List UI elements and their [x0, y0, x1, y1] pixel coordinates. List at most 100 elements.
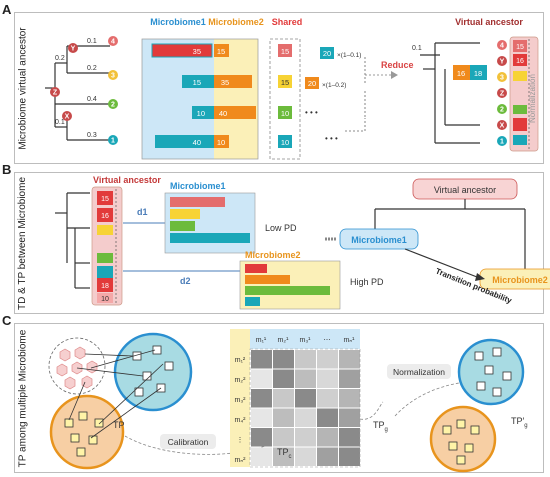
- matrix-heat-cells: [251, 350, 360, 466]
- tp-label: TP: [113, 420, 125, 430]
- row3-m1-value: 10: [197, 109, 205, 118]
- op-value-2: 20: [308, 79, 316, 88]
- tp-g-label: TPg: [373, 420, 388, 433]
- row-header-2: m₂²: [235, 377, 247, 384]
- header-shared: Shared: [272, 17, 303, 27]
- calibration-label: Calibration: [168, 437, 209, 447]
- panel-c: TP among multiple Microbiome: [14, 323, 544, 473]
- va-branch-label: 0.1: [412, 45, 422, 52]
- panel-b-label: B: [2, 162, 12, 177]
- va-value-1: 16: [457, 69, 465, 78]
- panel-a-side-title: Microbiome virtual ancestor: [17, 26, 29, 150]
- normalization-label-c: Normalization: [393, 367, 445, 377]
- shared-3: 10: [281, 109, 289, 118]
- bar-row-3: 10 40: [192, 106, 256, 119]
- branch-label: 0.2: [55, 55, 65, 62]
- op-factor-1: ×(1–0.1): [337, 52, 361, 59]
- matrix-cell: [339, 350, 360, 369]
- va-b-value-3: 10: [101, 296, 109, 303]
- tp-c-label: TPc: [277, 447, 292, 460]
- row4-m2-value: 10: [217, 138, 225, 147]
- matrix-cell: [317, 369, 338, 388]
- node-z: Z: [53, 90, 58, 97]
- panel-b: TD & TP between Microbiome Virtual ances…: [14, 172, 550, 314]
- matrix-cell: [295, 447, 316, 466]
- matrix-cell: [295, 428, 316, 447]
- shared-2: 15: [281, 78, 289, 87]
- node-y: Y: [71, 46, 76, 53]
- va-node-z: Z: [500, 91, 505, 98]
- node-x: X: [65, 114, 70, 121]
- bar-row-2: 15 35: [182, 75, 252, 88]
- va-value-2: 18: [474, 69, 482, 78]
- d2-label: d2: [180, 276, 191, 286]
- node-2: 2: [111, 102, 115, 109]
- col-header-1: m₁¹: [256, 337, 267, 344]
- row1-m2-value: 15: [217, 47, 225, 56]
- matrix-cell: [295, 408, 316, 427]
- matrix-cell: [295, 350, 316, 369]
- shared-4: 10: [281, 138, 289, 147]
- matrix-cell: [273, 408, 294, 427]
- op-value-1: 20: [323, 49, 331, 58]
- matrix-cell: [273, 389, 294, 408]
- branch-label: 0.1: [87, 38, 97, 45]
- branch-label: 0.2: [87, 65, 97, 72]
- va-node-1: 1: [500, 139, 504, 146]
- panel-c-side-title: TP among multiple Microbiome: [17, 329, 29, 467]
- m1-box: [339, 228, 419, 250]
- branch-label: 0.1: [55, 119, 65, 126]
- node-4: 4: [111, 39, 115, 46]
- va-b-value-2: 16: [101, 213, 109, 220]
- matrix-cell: [251, 369, 272, 388]
- row-header-3: m₃²: [234, 397, 246, 404]
- m1-title: Microbiome1: [170, 181, 226, 191]
- matrix-cell: [295, 389, 316, 408]
- row4-m1-value: 40: [193, 138, 201, 147]
- branch-label: 0.4: [87, 96, 97, 103]
- panel-a-label: A: [2, 2, 12, 17]
- matrix-row-header-bg: [230, 329, 250, 467]
- row2-m1-value: 15: [193, 78, 201, 87]
- row3-m2-value: 40: [219, 109, 227, 118]
- low-pd-label: Low PD: [265, 223, 297, 233]
- va-node-3: 3: [500, 75, 504, 82]
- matrix-cell: [317, 389, 338, 408]
- m2-title: Microbiome2: [245, 250, 301, 260]
- m2-box-label: Microbiome2: [492, 275, 548, 285]
- va-b-value-1: 15: [101, 196, 109, 203]
- va-box-label: Virtual ancestor: [434, 185, 496, 195]
- bar-row-4: 40 10: [155, 135, 229, 148]
- reduce-label: Reduce: [381, 60, 414, 70]
- bar-row-1: 35 15: [151, 43, 229, 58]
- tp-g-prime-label: TP′g: [511, 416, 528, 429]
- header-microbiome2: Microbiome2: [208, 17, 264, 27]
- row1-m1-value: 35: [193, 47, 201, 56]
- ellipsis-1: • • •: [305, 108, 318, 117]
- matrix-cell: [339, 428, 360, 447]
- matrix-cell: [273, 350, 294, 369]
- panel-b-diagram: Virtual ancestor 15 16 18 10 d1 d2 Micro…: [55, 175, 550, 310]
- matrix-cell: [339, 389, 360, 408]
- va-badge-2: 16: [516, 58, 524, 65]
- matrix-cell: [339, 369, 360, 388]
- m1-box-label: Microbiome1: [351, 235, 407, 245]
- normalization-label-a: Normalization: [528, 74, 537, 123]
- matrix-cell: [273, 447, 294, 466]
- matrix-cell: [273, 369, 294, 388]
- panel-a: Microbiome virtual ancestor 0.1 0.2 0.2 …: [14, 12, 544, 164]
- va-b-value-4: 18: [101, 283, 109, 290]
- row2-m2-value: 35: [221, 78, 229, 87]
- matrix-cell: [251, 408, 272, 427]
- matrix-cell: [339, 408, 360, 427]
- va-node-4: 4: [500, 43, 504, 50]
- shared-column: [269, 38, 301, 160]
- va-node-y: Y: [500, 59, 505, 66]
- col-header-4: ⋯: [324, 337, 331, 344]
- ellipsis-2: • • •: [325, 134, 338, 143]
- microbiome-orange-normalized: [429, 405, 497, 473]
- panel-a-diagram: 0.1 0.2 0.2 0.4 0.1 0.3 4 Y 3 Z 2 X 1 Mi…: [45, 17, 539, 160]
- panel-c-diagram: TP Calibration m₁¹ m₂¹ m₃¹ ⋯ mₙ¹ m₁² m₂²…: [48, 329, 528, 473]
- high-pd-label: High PD: [350, 277, 384, 287]
- va-node-x: X: [500, 123, 505, 130]
